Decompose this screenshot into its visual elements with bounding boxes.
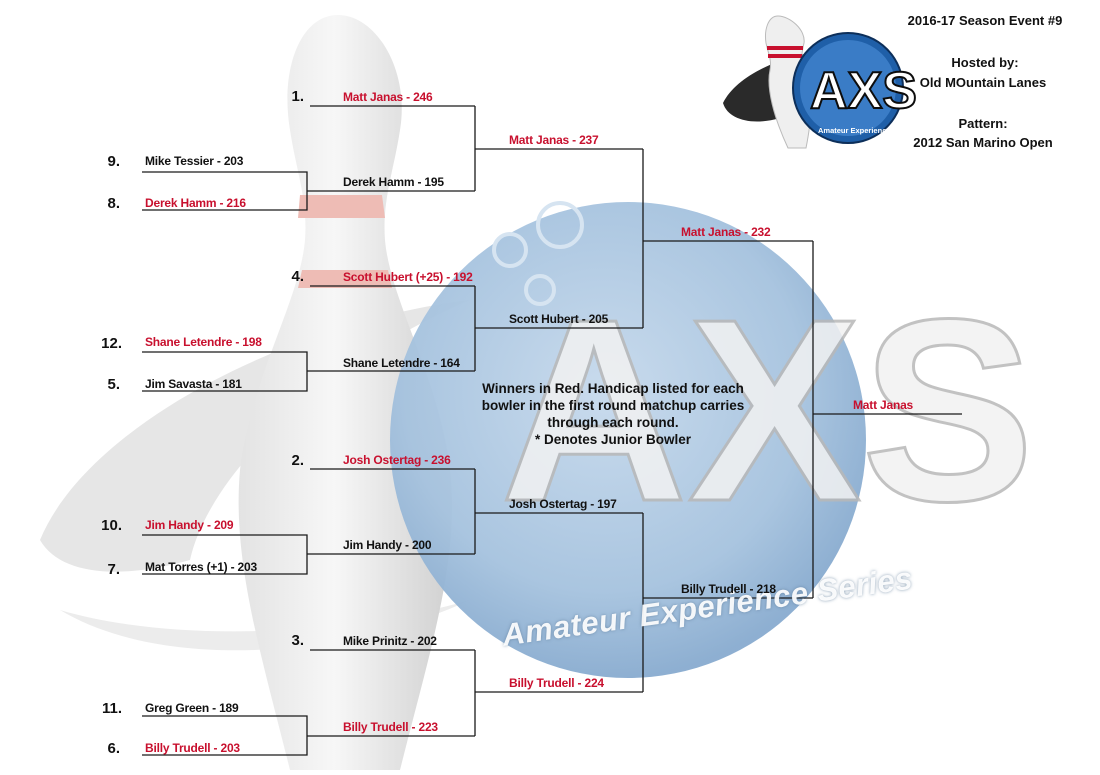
host-venue: Old MOuntain Lanes [919,75,1047,90]
bracket-notes: Winners in Red. Handicap listed for each… [478,380,748,448]
hosted-by-label: Hosted by: [951,55,1019,70]
bowler-slot-winner: Billy Trudell - 203 [145,741,240,755]
bowler-slot-winner: Scott Hubert (+25) - 192 [343,270,473,284]
bowler-slot: Mike Tessier - 203 [145,154,244,168]
seed-number: 1. [291,88,304,105]
bowling-pin-shape [238,15,452,770]
note-line: * Denotes Junior Bowler [534,432,692,447]
bowler-slot-winner: Shane Letendre - 198 [145,335,262,349]
bowler-slot-winner: Jim Handy - 209 [145,518,234,532]
bowler-slot: Mat Torres (+1) - 203 [145,560,257,574]
bowler-slot-winner: Billy Trudell - 223 [343,720,438,734]
logo-ring-text: Amateur Experience Series [818,126,915,135]
bowler-slot: Greg Green - 189 [145,701,239,715]
bowler-slot-winner: Matt Janas - 237 [509,133,599,147]
logo-mark: AXS [810,62,917,120]
note-line: through each round. [547,415,679,430]
bowler-slot: Billy Trudell - 218 [681,582,776,596]
bowler-slot-winner: Matt Janas - 232 [681,225,771,239]
bowler-slot: Shane Letendre - 164 [343,356,460,370]
bowler-slot: Derek Hamm - 195 [343,175,444,189]
bowler-slot: Scott Hubert - 205 [509,312,609,326]
seed-number: 9. [107,153,120,170]
season-event-label: 2016-17 Season Event #9 [907,13,1063,28]
bowler-slot-winner: Josh Ostertag - 236 [343,453,451,467]
pattern-label: Pattern: [958,116,1008,131]
seed-number: 8. [107,195,120,212]
note-line: Winners in Red. Handicap listed for each [482,381,744,396]
seed-number: 3. [291,632,304,649]
seed-number: 7. [107,561,120,578]
axs-logo: AXS Amateur Experience Series [723,15,918,149]
bowler-slot: Jim Handy - 200 [343,538,432,552]
seed-number: 11. [101,700,122,717]
bowler-slot-winner: Derek Hamm - 216 [145,196,246,210]
champion-name: Matt Janas [853,398,914,412]
bowler-slot-winner: Billy Trudell - 224 [509,676,604,690]
seed-number: 10. [101,517,122,534]
watermark-axs: AXS [500,266,1035,556]
bowler-slot: Mike Prinitz - 202 [343,634,437,648]
seed-number: 12. [101,335,122,352]
seed-number: 5. [107,376,120,393]
bowler-slot: Jim Savasta - 181 [145,377,242,391]
note-line: bowler in the first round matchup carrie… [481,398,745,413]
seed-number: 4. [291,268,304,285]
seed-number: 2. [291,452,304,469]
seed-number: 6. [107,740,120,757]
pattern-name: 2012 San Marino Open [913,135,1053,150]
watermark-ball [390,202,866,678]
bowler-slot-winner: Matt Janas - 246 [343,90,433,104]
bowler-slot: Josh Ostertag - 197 [509,497,617,511]
